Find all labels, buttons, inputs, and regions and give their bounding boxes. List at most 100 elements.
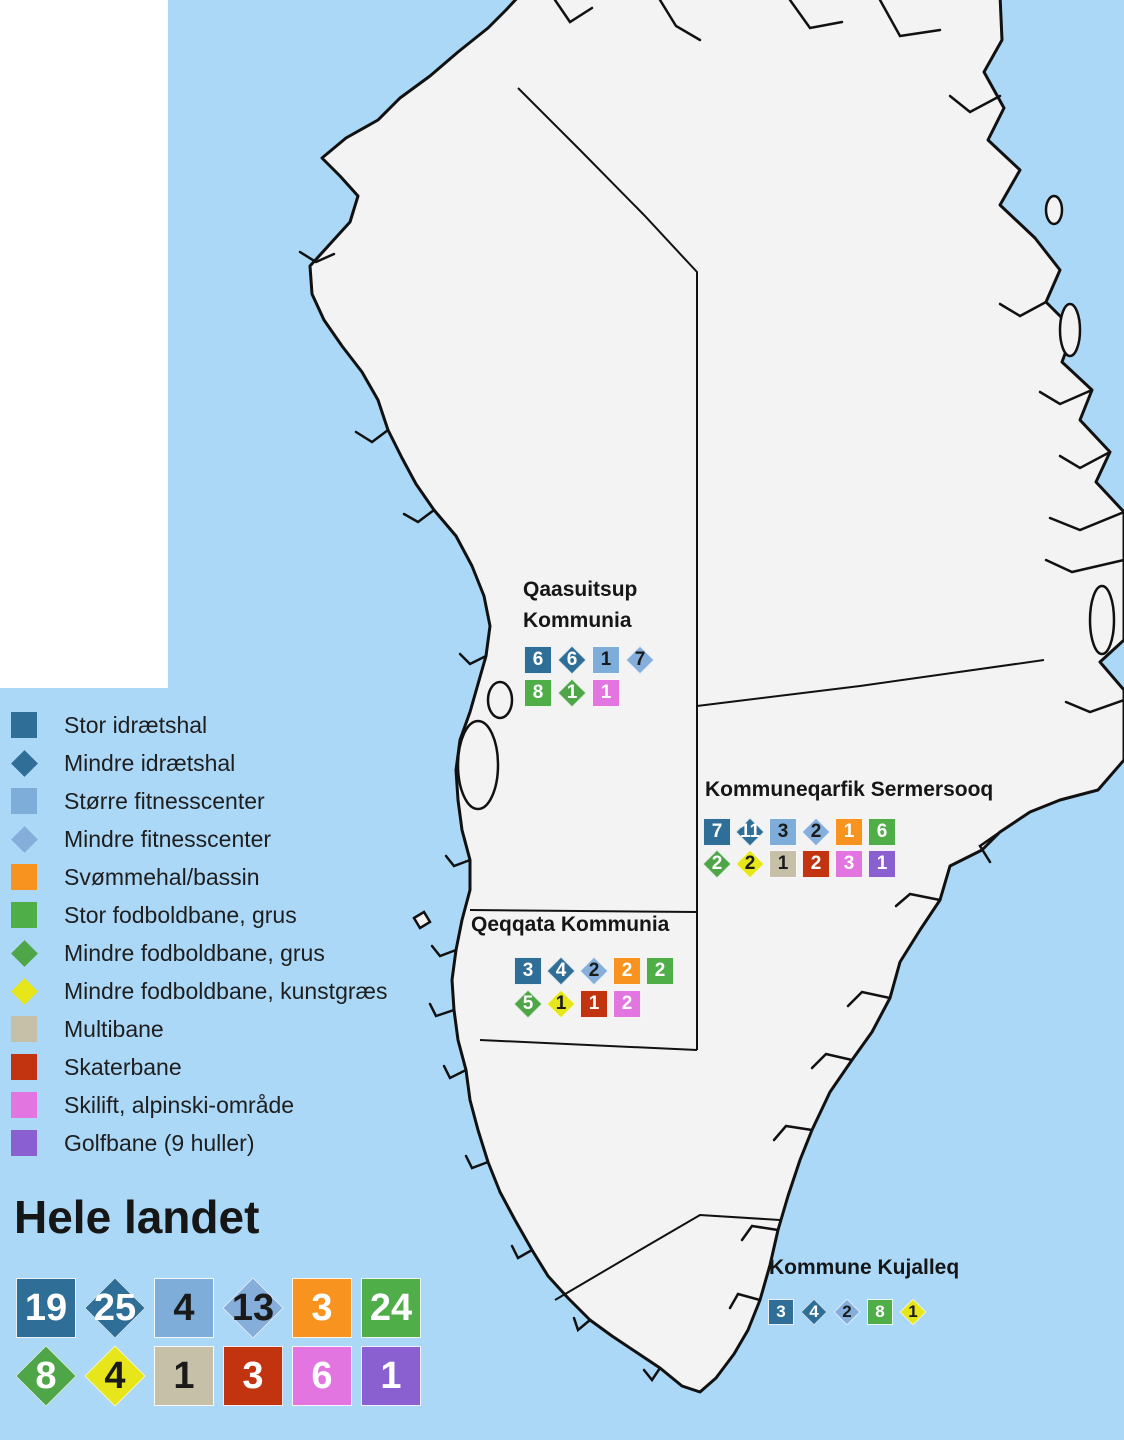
legend-label: Mindre idrætshal xyxy=(64,749,236,776)
island xyxy=(486,680,514,720)
legend-label: Mindre fodboldbane, grus xyxy=(64,939,325,966)
facility-icon-mindre-fodboldbane-kunstgraes: 2 xyxy=(735,849,765,879)
legend-item: Skaterbane xyxy=(10,1052,182,1082)
facility-icon-svoemmehal: 2 xyxy=(613,957,641,985)
greenland-landmass xyxy=(308,0,1124,1394)
legend-swatch-square xyxy=(10,711,38,739)
facility-count: 1 xyxy=(843,821,855,842)
facility-count: 4 xyxy=(173,1286,195,1329)
facility-count: 4 xyxy=(104,1354,126,1397)
facility-icon-mindre-fodboldbane-grus: 1 xyxy=(557,678,587,708)
facility-icon-multibane: 1 xyxy=(154,1346,214,1406)
facility-icon-svoemmehal: 1 xyxy=(835,818,863,846)
region-title-qeqqata: Qeqqata Kommunia xyxy=(471,913,670,936)
legend-label: Skaterbane xyxy=(64,1053,182,1080)
island xyxy=(456,719,500,811)
municipal-borders xyxy=(469,87,1045,1301)
facility-icon-mindre-fodboldbane-grus: 2 xyxy=(702,849,732,879)
facility-icon-skilift: 1 xyxy=(592,679,620,707)
facility-icon-stor-idraetshal: 7 xyxy=(703,818,731,846)
facility-icon-stor-fodboldbane: 6 xyxy=(868,818,896,846)
island xyxy=(412,910,432,930)
facility-count: 3 xyxy=(311,1286,333,1329)
facility-icon-skaterbane: 3 xyxy=(223,1346,283,1406)
facility-icon-stor-fodboldbane: 2 xyxy=(646,957,674,985)
facility-icon-golfbane: 1 xyxy=(361,1346,421,1406)
facility-count: 3 xyxy=(777,821,789,842)
legend-label: Større fitnesscenter xyxy=(64,787,265,814)
facility-count: 2 xyxy=(654,960,666,981)
legend-label: Mindre fitnesscenter xyxy=(64,825,272,852)
facility-icon-skaterbane: 2 xyxy=(802,850,830,878)
legend-item: Stor fodboldbane, grus xyxy=(10,900,297,930)
island xyxy=(1044,194,1064,226)
facility-icon-mindre-fitnesscenter: 2 xyxy=(801,817,831,847)
island xyxy=(1088,584,1116,656)
legend-swatch-square xyxy=(10,1091,38,1119)
legend-label: Multibane xyxy=(64,1015,164,1042)
facility-count: 2 xyxy=(810,853,822,874)
facility-count: 1 xyxy=(173,1354,195,1397)
facility-icon-stor-fodboldbane: 8 xyxy=(867,1299,893,1325)
facility-icon-mindre-idraetshal: 11 xyxy=(735,817,765,847)
legend-item: Større fitnesscenter xyxy=(10,786,265,816)
legend-item: Mindre idrætshal xyxy=(10,748,235,778)
facility-icon-mindre-idraetshal: 4 xyxy=(546,956,576,986)
facility-count: 8 xyxy=(35,1354,57,1397)
facility-count: 1 xyxy=(566,682,578,703)
facility-count: 3 xyxy=(843,853,855,874)
fjords xyxy=(298,0,1124,1383)
facility-icon-mindre-idraetshal: 6 xyxy=(557,645,587,675)
legend-swatch-square xyxy=(10,1015,38,1043)
facility-count: 2 xyxy=(588,960,600,981)
facility-count: 6 xyxy=(566,649,578,670)
legend-label: Stor fodboldbane, grus xyxy=(64,901,297,928)
facility-icon-stoerre-fitnesscenter: 4 xyxy=(154,1278,214,1338)
facility-icon-mindre-fodboldbane-kunstgraes: 1 xyxy=(899,1298,927,1326)
facility-icon-mindre-fodboldbane-kunstgraes: 1 xyxy=(546,989,576,1019)
legend-swatch-square xyxy=(10,901,38,929)
facility-icon-skaterbane: 1 xyxy=(580,990,608,1018)
facility-icon-skilift: 6 xyxy=(292,1346,352,1406)
legend-label: Mindre fodboldbane, kunstgræs xyxy=(64,977,388,1004)
facility-count: 1 xyxy=(588,993,600,1014)
legend-swatch-square xyxy=(10,1053,38,1081)
facility-icon-stor-idraetshal: 3 xyxy=(514,957,542,985)
facility-icon-mindre-fodboldbane-grus: 5 xyxy=(513,989,543,1019)
facility-icon-multibane: 1 xyxy=(769,850,797,878)
facility-count: 1 xyxy=(908,1302,918,1321)
facility-count: 1 xyxy=(380,1354,402,1397)
region-title-line: Qaasuitsup xyxy=(523,578,638,601)
facility-count: 4 xyxy=(809,1302,819,1321)
facility-count: 5 xyxy=(522,993,534,1014)
facility-icon-stor-idraetshal: 19 xyxy=(16,1278,76,1338)
legend-swatch-diamond xyxy=(10,939,38,967)
facility-icon-stor-fodboldbane: 8 xyxy=(524,679,552,707)
facility-count: 3 xyxy=(522,960,534,981)
legend-item: Mindre fodboldbane, kunstgræs xyxy=(10,976,387,1006)
region-title-sermersooq: Kommuneqarfik Sermersooq xyxy=(705,778,994,801)
legend-label: Svømmehal/bassin xyxy=(64,863,260,890)
facility-count: 6 xyxy=(311,1354,333,1397)
facility-count: 7 xyxy=(711,821,723,842)
facility-count: 2 xyxy=(810,821,822,842)
facility-count: 2 xyxy=(842,1302,852,1321)
facility-icon-golfbane: 1 xyxy=(868,850,896,878)
legend-label: Golfbane (9 huller) xyxy=(64,1129,255,1156)
legend-item: Mindre fitnesscenter xyxy=(10,824,271,854)
facility-count: 11 xyxy=(739,821,761,842)
facility-icon-mindre-fitnesscenter: 13 xyxy=(222,1277,284,1339)
facility-count: 4 xyxy=(555,960,567,981)
region-title-line: Kommunia xyxy=(523,609,632,632)
legend-swatch-square xyxy=(10,787,38,815)
facility-icon-stoerre-fitnesscenter: 3 xyxy=(769,818,797,846)
facility-icon-mindre-idraetshal: 25 xyxy=(84,1277,146,1339)
region-title-qaasuitsup: Qaasuitsup Kommunia xyxy=(523,574,637,636)
facility-icon-mindre-fitnesscenter: 2 xyxy=(579,956,609,986)
facility-icon-stoerre-fitnesscenter: 1 xyxy=(592,646,620,674)
legend-swatch-diamond xyxy=(10,749,38,777)
facility-count: 3 xyxy=(776,1302,786,1321)
legend-swatch-diamond xyxy=(10,825,38,853)
facility-icon-skilift: 3 xyxy=(835,850,863,878)
facility-count: 1 xyxy=(555,993,567,1014)
